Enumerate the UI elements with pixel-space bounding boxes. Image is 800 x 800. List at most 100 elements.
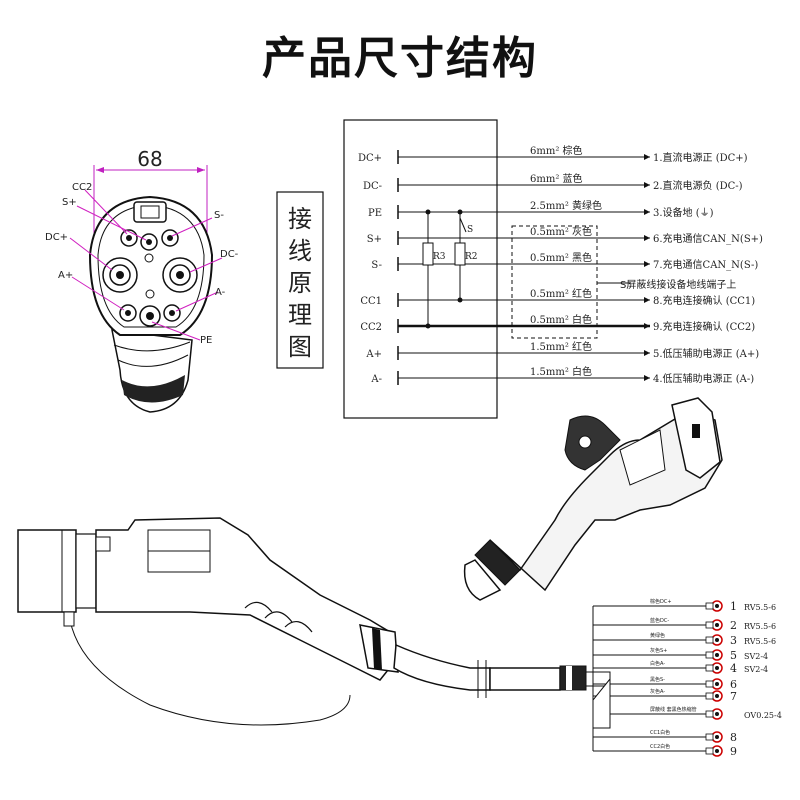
side-grip-2 bbox=[264, 611, 293, 623]
terminal-spec: RV5.5-6 bbox=[744, 603, 776, 612]
tether-clip bbox=[63, 611, 75, 627]
plug-3d-pin bbox=[692, 424, 700, 438]
terminal-spec: SV2-4 bbox=[744, 652, 768, 661]
side-cable bbox=[393, 643, 491, 691]
dim-arrow-right bbox=[197, 167, 205, 173]
handle-grip bbox=[122, 375, 185, 403]
harness-num: 7 bbox=[730, 690, 737, 703]
wiring-heading-char: 接 bbox=[288, 205, 312, 233]
harness-num: 3 bbox=[730, 634, 737, 647]
pin-dc-plus bbox=[102, 257, 138, 293]
resistor-r2-label: R2 bbox=[465, 252, 478, 262]
side-grip-1 bbox=[244, 601, 273, 613]
resistor-r3-label: R3 bbox=[433, 252, 446, 262]
terminal-hole-icon bbox=[715, 735, 719, 739]
plug-3d-tail bbox=[463, 559, 502, 601]
harness-wire-label: 白色A- bbox=[650, 660, 665, 667]
dim-value: 68 bbox=[137, 147, 162, 171]
pin-label: DC- bbox=[363, 181, 382, 192]
pin-small-mid bbox=[144, 253, 154, 263]
wire-spec: 0.5mm² 灰色 bbox=[530, 225, 592, 238]
terminal-spec: RV5.5-6 bbox=[744, 637, 776, 646]
output-label: 6.充电通信CAN_N(S+) bbox=[653, 232, 763, 245]
terminal-hole-icon bbox=[715, 604, 719, 608]
wiring-heading-char: 线 bbox=[288, 237, 312, 265]
harness-num: 8 bbox=[730, 731, 737, 744]
terminal-crimp bbox=[705, 710, 714, 718]
output-label: 4.低压辅助电源正 (A-) bbox=[653, 372, 754, 385]
harness-sleeve-band bbox=[566, 666, 572, 690]
harness-branch-sleeve bbox=[592, 677, 611, 729]
node-pe-1 bbox=[425, 209, 431, 215]
wire-arrow bbox=[644, 261, 650, 267]
handle-line-2 bbox=[113, 341, 191, 352]
label-dc-minus: DC- bbox=[220, 249, 239, 260]
harness-num: 9 bbox=[730, 745, 737, 758]
dim-arrow-left bbox=[96, 167, 104, 173]
terminal-crimp bbox=[705, 733, 714, 741]
wire-arrow bbox=[644, 235, 650, 241]
node-cc1 bbox=[457, 297, 463, 303]
harness-wire-label: 蓝色DC- bbox=[650, 617, 669, 624]
wiring-heading-char: 理 bbox=[288, 301, 312, 329]
output-label: 8.充电连接确认 (CC1) bbox=[653, 294, 755, 307]
terminal-crimp bbox=[705, 651, 714, 659]
terminal-hole-icon bbox=[715, 666, 719, 670]
wiring-diagram: 接 线 原 理 图 DC+6mm² 棕色1.直流电源正 (DC+)DC-6mm²… bbox=[276, 119, 763, 419]
wire-rows: DC+6mm² 棕色1.直流电源正 (DC+)DC-6mm² 蓝色2.直流电源负… bbox=[358, 144, 763, 385]
wire-spec: 0.5mm² 黑色 bbox=[530, 251, 592, 264]
side-head-front bbox=[17, 529, 77, 613]
harness-sleeve bbox=[559, 665, 587, 691]
terminal-crimp bbox=[705, 692, 714, 700]
pin-dc-minus bbox=[162, 257, 198, 293]
node-pe-2 bbox=[457, 209, 463, 215]
terminal-crimp bbox=[705, 747, 714, 755]
plug-3d-body bbox=[489, 409, 723, 592]
harness-num: 1 bbox=[730, 600, 737, 613]
handle-line bbox=[117, 354, 189, 367]
wire-arrow bbox=[644, 182, 650, 188]
plug-3d-window bbox=[619, 429, 666, 486]
label-cc2: CC2 bbox=[72, 182, 92, 193]
terminal-crimp bbox=[705, 664, 714, 672]
harness-num: 6 bbox=[730, 678, 737, 691]
output-label: 2.直流电源负 (DC-) bbox=[653, 179, 743, 192]
terminal-spec: SV2-4 bbox=[744, 665, 768, 674]
pin-s-plus bbox=[140, 233, 158, 251]
wire-arrow bbox=[644, 209, 650, 215]
pin-label: S+ bbox=[367, 234, 382, 245]
pin-label: A+ bbox=[365, 349, 382, 360]
terminal-crimp bbox=[705, 602, 714, 610]
wire-arrow bbox=[644, 375, 650, 381]
harness-num: 4 bbox=[730, 662, 737, 675]
side-body bbox=[95, 517, 393, 681]
wire-spec: 6mm² 棕色 bbox=[530, 144, 583, 157]
harness-wire-label: 灰色S+ bbox=[650, 647, 667, 654]
wiring-heading-box bbox=[276, 191, 324, 369]
harness-num: 2 bbox=[730, 619, 737, 632]
wire-spec: 1.5mm² 白色 bbox=[530, 365, 592, 378]
output-label: 1.直流电源正 (DC+) bbox=[653, 151, 748, 164]
harness-wire-label: CC1白色 bbox=[650, 729, 670, 736]
harness-wire-label: 黄绿色 bbox=[650, 632, 665, 639]
output-label: 7.充电通信CAN_N(S-) bbox=[653, 258, 758, 271]
harness-num: 5 bbox=[730, 649, 737, 662]
terminal-crimp bbox=[705, 636, 714, 644]
wiring-heading-char: 原 bbox=[288, 269, 312, 297]
pin-label: DC+ bbox=[358, 153, 382, 164]
pin-label: CC2 bbox=[360, 322, 382, 333]
terminal-crimp bbox=[705, 621, 714, 629]
wire-spec: 0.5mm² 红色 bbox=[530, 287, 592, 300]
shield-box bbox=[511, 225, 598, 339]
label-s-minus: S- bbox=[214, 210, 224, 221]
pin-a-minus bbox=[163, 304, 181, 322]
pin-label: CC1 bbox=[360, 296, 382, 307]
pin-a-plus bbox=[119, 304, 137, 322]
wire-arrow bbox=[644, 154, 650, 160]
label-s-plus: S+ bbox=[62, 197, 77, 208]
terminal-hole-icon bbox=[715, 653, 719, 657]
output-label: 3.设备地 (⏚) bbox=[653, 206, 714, 219]
connector-frame bbox=[343, 119, 498, 419]
switch-s-label: S bbox=[467, 225, 473, 235]
